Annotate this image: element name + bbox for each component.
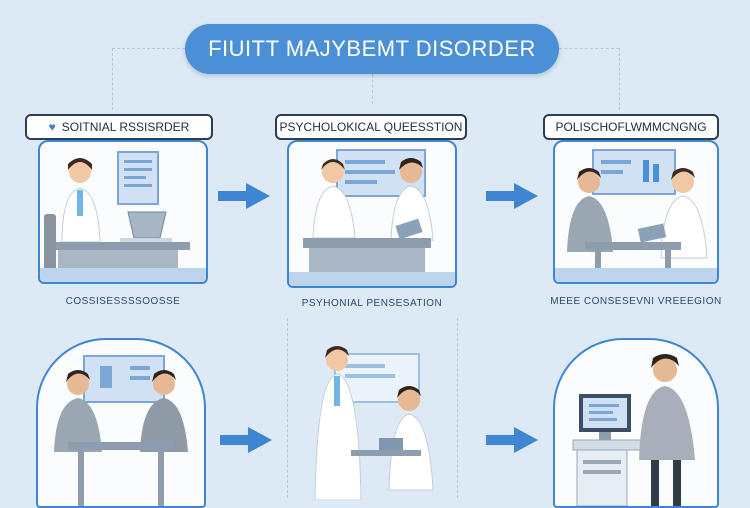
step-4-panel bbox=[36, 338, 206, 508]
step-2-label: PSYCHOLOKICAL QUEESSTION bbox=[275, 114, 467, 140]
step-1-label-text: SOITNIAL RSSISRDER bbox=[61, 120, 190, 134]
step-2-label-text: PSYCHOLOKICAL QUEESSTION bbox=[279, 120, 463, 134]
patient-screen-illustration bbox=[567, 149, 708, 278]
step-1-panel bbox=[38, 140, 208, 284]
right-arrow-icon bbox=[218, 183, 270, 209]
step-3-label: POLISCHOFLWMMCNGNG bbox=[543, 114, 719, 140]
step-3-caption: MEEE CONSESEVNI VREEEGION bbox=[550, 296, 722, 307]
connector-line bbox=[457, 318, 458, 498]
step-1-label: ♥ SOITNIAL RSSISRDER bbox=[25, 114, 213, 140]
connector-line bbox=[372, 74, 373, 104]
patient-computer-illustration bbox=[572, 354, 695, 506]
panel-floor bbox=[555, 268, 717, 282]
connector-line bbox=[112, 48, 185, 49]
conversation-illustration bbox=[54, 355, 188, 506]
step-2-caption: PSYHONIAL PENSESATION bbox=[301, 298, 443, 309]
connector-line bbox=[559, 48, 619, 49]
step-1-caption: COSSISESSSSOOSSE bbox=[65, 296, 181, 307]
panel-floor bbox=[289, 272, 455, 286]
step-3-panel bbox=[553, 140, 719, 284]
step-6-panel bbox=[553, 338, 719, 508]
heart-icon: ♥ bbox=[48, 120, 56, 134]
right-arrow-icon bbox=[486, 427, 538, 453]
doctors-consultation-illustration bbox=[303, 149, 434, 274]
diagram-title: FIUITT MAJYBEMT DISORDER bbox=[185, 24, 559, 74]
connector-line bbox=[287, 318, 288, 498]
doctor-interview-illustration bbox=[314, 346, 434, 500]
step-3-label-text: POLISCHOFLWMMCNGNG bbox=[555, 120, 707, 134]
panel-floor bbox=[40, 268, 206, 282]
step-2-panel bbox=[287, 140, 457, 288]
connector-line bbox=[112, 48, 113, 110]
right-arrow-icon bbox=[486, 183, 538, 209]
connector-line bbox=[619, 48, 620, 110]
doctor-laptop-illustration bbox=[44, 151, 190, 280]
right-arrow-icon bbox=[220, 427, 272, 453]
